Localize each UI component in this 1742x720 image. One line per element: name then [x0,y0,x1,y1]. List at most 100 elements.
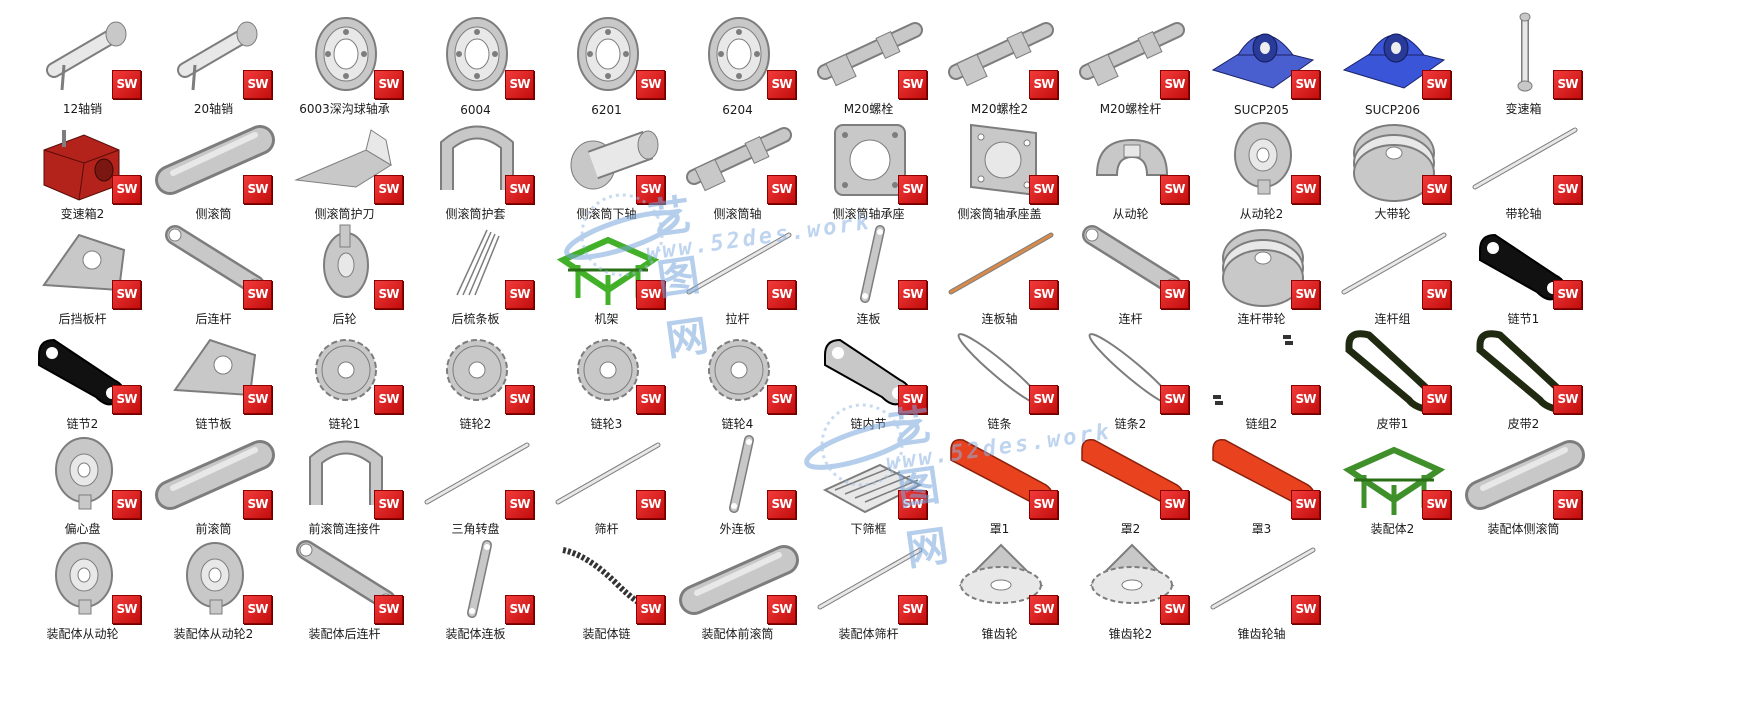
long-rod-icon [548,430,668,518]
file-label: 大带轮 [1374,207,1411,221]
bracket-icon [286,430,406,518]
file-label: 装配体2 [1370,522,1415,536]
solidworks-badge-icon: SW [1553,70,1582,99]
file-label: 罩3 [1251,522,1272,536]
solidworks-badge-icon: SW [1553,385,1582,414]
solidworks-badge-icon: SW [1422,385,1451,414]
file-label: 链条2 [1114,417,1147,431]
file-label: 链轮1 [328,417,361,431]
file-label: 链组2 [1245,417,1278,431]
solidworks-badge-icon: SW [636,490,665,519]
plate-icon [155,325,275,413]
solidworks-badge-icon: SW [1029,595,1058,624]
file-label: 侧滚筒 [195,207,232,221]
file-label: 后轮 [332,312,357,326]
file-label: 后连杆 [195,312,232,326]
solidworks-badge-icon: SW [112,490,141,519]
solidworks-badge-icon: SW [1029,385,1058,414]
bolt-icon [679,115,799,203]
small-link-icon [417,535,537,623]
pillow-block-icon [1203,10,1323,98]
solidworks-badge-icon: SW [636,385,665,414]
file-label: 侧滚筒轴 [713,207,762,221]
file-label: 前滚筒 [195,522,232,536]
solidworks-badge-icon: SW [1160,490,1189,519]
solidworks-badge-icon: SW [112,595,141,624]
file-label: 锥齿轮2 [1108,627,1153,641]
half-wheel-icon [1072,115,1192,203]
